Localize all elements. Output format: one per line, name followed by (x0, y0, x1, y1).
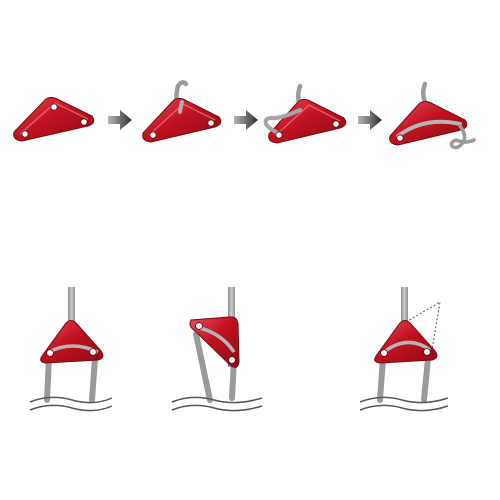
usage-examples (29, 287, 449, 412)
pole (401, 287, 408, 327)
arrow-right-icon (234, 110, 258, 130)
arrow-right-icon (108, 110, 132, 130)
tensioner-cord-looped-icon (263, 83, 347, 144)
pole (68, 287, 75, 347)
tensioner-cord-through-hole-icon (142, 80, 222, 143)
guyline-tensioner-angled-icon (171, 287, 263, 412)
tensioner-cord-tied-icon (389, 81, 476, 150)
arrow-right-icon (358, 110, 382, 130)
tensioner-plain-icon (13, 96, 95, 142)
guyline-tensioner-mounted-icon (29, 287, 113, 412)
threading-steps (13, 80, 476, 150)
guyline-tensioner-loose-end-icon (359, 287, 449, 412)
